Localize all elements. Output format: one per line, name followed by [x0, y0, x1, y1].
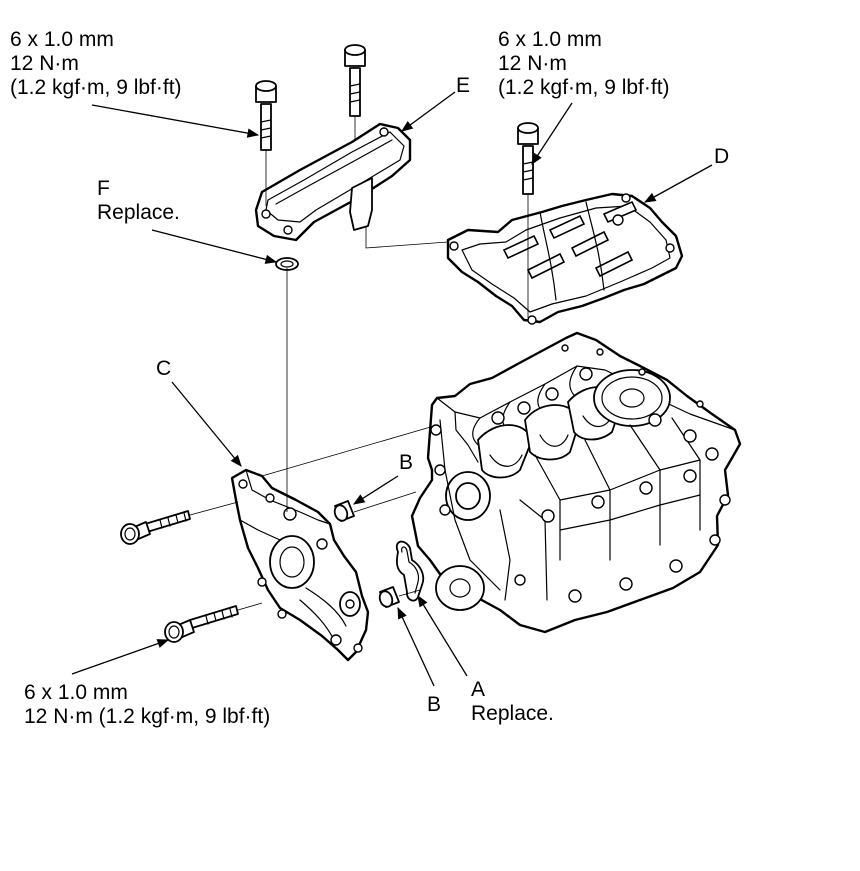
leader-spec-bottom-left	[71, 639, 170, 675]
spec-bolt-size: 6 x 1.0 mm	[24, 681, 128, 704]
part-label-e: E	[456, 74, 471, 97]
oil-pump-gasket-a	[395, 540, 425, 602]
part-label-c: C	[156, 357, 172, 380]
spec-bolt-size: 6 x 1.0 mm	[10, 28, 114, 51]
part-letter: A	[471, 678, 486, 701]
part-label-d: D	[714, 145, 730, 168]
bolt-windage-tray	[517, 122, 539, 195]
bolt-pump-lower	[164, 605, 239, 643]
part-label-b-lower: B	[427, 693, 442, 716]
oil-strainer-e	[254, 122, 412, 242]
part-label-f: F Replace.	[97, 177, 180, 225]
dowel-pin-b-upper	[333, 500, 355, 522]
spec-bolt-size: 6 x 1.0 mm	[498, 28, 602, 51]
leader-part-b-lower	[397, 606, 435, 687]
spec-torque: 12 N·m (1.2 kgf·m, 9 lbf·ft)	[24, 705, 271, 728]
leader-arrows	[71, 91, 713, 687]
leader-part-c	[171, 381, 242, 467]
torque-spec-top-left: 6 x 1.0 mm 12 N·m (1.2 kgf·m, 9 lbf·ft)	[10, 28, 182, 100]
engine-block	[410, 331, 742, 634]
leader-part-e	[401, 91, 456, 132]
torque-spec-bottom-left: 6 x 1.0 mm 12 N·m (1.2 kgf·m, 9 lbf·ft)	[24, 681, 270, 729]
dowel-pin-b-lower	[378, 586, 400, 608]
leader-spec-top-left	[91, 104, 260, 138]
part-letter: F	[97, 177, 110, 200]
torque-spec-top-right: 6 x 1.0 mm 12 N·m (1.2 kgf·m, 9 lbf·ft)	[498, 28, 670, 100]
spec-torque-nm: 12 N·m	[10, 52, 79, 75]
part-label-b-upper: B	[399, 451, 414, 474]
leader-part-d	[643, 164, 713, 203]
spec-torque-alt: (1.2 kgf·m, 9 lbf·ft)	[10, 76, 182, 99]
part-note: Replace.	[471, 702, 554, 725]
baffle-plate-d	[446, 192, 684, 325]
leader-part-f	[151, 229, 278, 264]
oil-pump-c	[230, 468, 370, 662]
leader-part-a	[417, 595, 468, 677]
alignment-guides	[189, 116, 529, 611]
bolt-pump-upper	[120, 510, 191, 545]
spec-torque-alt: (1.2 kgf·m, 9 lbf·ft)	[498, 76, 670, 99]
part-label-a: A Replace.	[471, 678, 554, 726]
spec-torque-nm: 12 N·m	[498, 52, 567, 75]
leader-spec-top-right	[531, 102, 573, 165]
bolt-baffle-left	[255, 80, 277, 151]
leader-part-b-upper	[353, 475, 399, 505]
bolt-baffle-right	[344, 44, 366, 117]
part-note: Replace.	[97, 201, 180, 224]
